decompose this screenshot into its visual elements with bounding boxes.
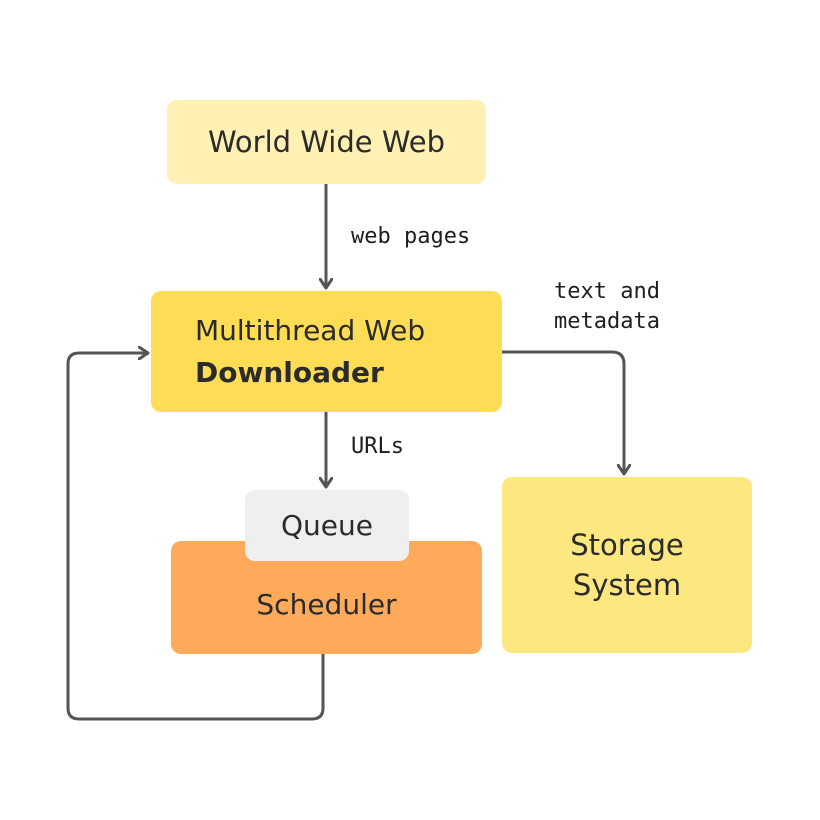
- edge-label-web-pages: web pages: [351, 224, 471, 249]
- storage-label-line2: System: [572, 568, 682, 602]
- queue-node: Queue: [245, 490, 409, 561]
- world-wide-web-node: World Wide Web: [167, 100, 486, 184]
- downloader-label-line1: Multithread Web: [195, 313, 426, 347]
- edge-label-text-and-metadata: text and metadata: [554, 279, 660, 334]
- world-wide-web-label: World Wide Web: [207, 125, 446, 159]
- storage-label-line1: Storage: [570, 528, 684, 562]
- downloader-node: Multithread Web Downloader: [151, 291, 502, 412]
- queue-label: Queue: [281, 509, 373, 542]
- storage-system-node: Storage System: [502, 477, 752, 653]
- arrow-downloader-to-storage: [502, 350, 624, 474]
- scheduler-label: Scheduler: [256, 588, 397, 621]
- edge-label-urls: URLs: [351, 434, 404, 459]
- downloader-label-line2: Downloader: [195, 355, 384, 389]
- arrow-scheduler-to-downloader: [66, 353, 325, 721]
